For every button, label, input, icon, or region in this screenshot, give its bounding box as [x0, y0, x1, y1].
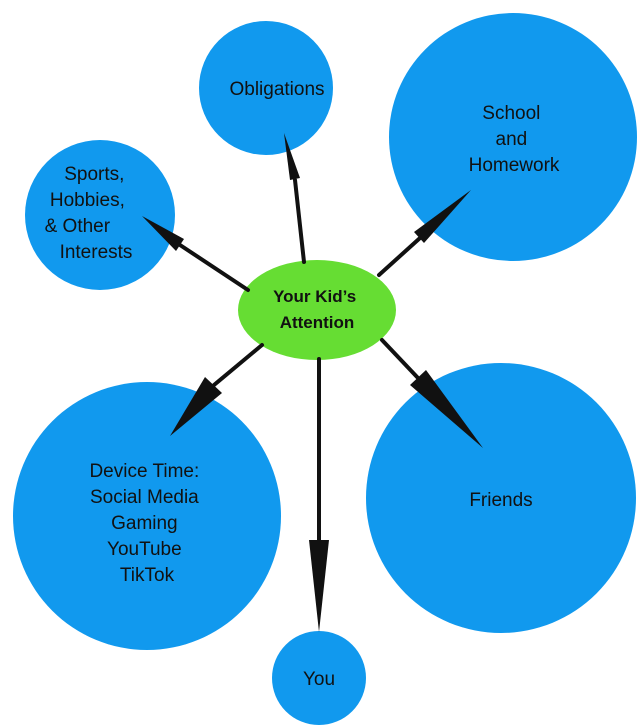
- arrow-to-friends: [380, 338, 483, 448]
- label-school-homework: School and Homework: [469, 103, 560, 176]
- arrows-group: [142, 133, 483, 632]
- arrow-to-you: [309, 357, 329, 632]
- center-node-attention: [238, 260, 396, 360]
- bubble-obligations: [199, 21, 333, 155]
- arrow-to-sports: [142, 216, 250, 292]
- label-you: You: [303, 669, 335, 690]
- arrow-to-obligations: [284, 133, 306, 264]
- label-obligations: Obligations: [229, 79, 324, 100]
- arrow-to-school: [377, 190, 471, 277]
- bubble-you: [272, 631, 366, 725]
- bubble-friends: [366, 363, 636, 633]
- label-device-time: Device Time: Social Media Gaming YouTube…: [89, 461, 204, 586]
- label-sports-hobbies: Sports, Hobbies, & Other Interests: [45, 164, 133, 263]
- arrow-to-device: [170, 343, 264, 436]
- label-center-attention: Your Kid’s Attention: [273, 287, 361, 332]
- bubble-device-time: [13, 382, 281, 650]
- bubble-sports-hobbies: [25, 140, 175, 290]
- bubble-school-homework: [389, 13, 637, 261]
- label-friends: Friends: [469, 490, 532, 511]
